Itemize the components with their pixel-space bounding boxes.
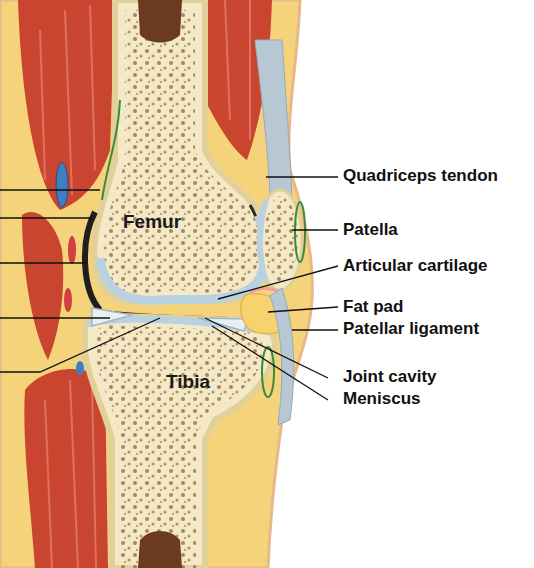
blood-vessel (64, 288, 72, 312)
calf-muscle (22, 212, 63, 360)
synovial-membrane (102, 100, 120, 200)
meniscus (198, 318, 248, 331)
leader-lines (205, 177, 338, 400)
leader-line (268, 307, 338, 312)
bursa (295, 202, 305, 262)
leader-line (0, 262, 86, 263)
leader-line (292, 229, 338, 230)
bone-marrow (138, 0, 182, 43)
leader-line (205, 318, 328, 378)
leader-line (0, 217, 92, 218)
leader-line (218, 266, 338, 299)
part-label: Femur (123, 211, 181, 233)
spongy-bone (264, 196, 298, 284)
blood-vessel (76, 361, 84, 375)
articular-cartilage (260, 200, 266, 282)
fat-layer (0, 0, 312, 568)
leader-line (0, 189, 100, 190)
leader-line (0, 318, 160, 372)
leader-line (212, 326, 328, 400)
part-label: Tibia (166, 371, 210, 393)
quadriceps-tendon (255, 40, 292, 200)
part-label: Meniscus (343, 389, 420, 409)
bone-marrow (138, 531, 182, 568)
leader-line (266, 176, 338, 177)
muscle-fibers (225, 0, 250, 140)
spongy-bone (104, 10, 261, 293)
spongy-bone (95, 325, 265, 568)
meniscus (92, 308, 132, 326)
tibia-bone (85, 316, 275, 568)
muscle-fibers (45, 380, 96, 568)
blood-vessel (68, 236, 76, 264)
part-label: Joint cavity (343, 367, 437, 387)
blood-vessel (56, 163, 68, 207)
leader-line (292, 329, 338, 330)
part-label: Quadriceps tendon (343, 166, 498, 186)
part-label: Patella (343, 220, 398, 240)
thigh-muscle (18, 0, 115, 210)
muscle-fibers (40, 5, 95, 195)
femur-bone (94, 0, 269, 302)
bursa (262, 347, 274, 397)
part-label: Fat pad (343, 297, 403, 317)
part-label: Patellar ligament (343, 319, 479, 339)
part-label: Articular cartilage (343, 256, 488, 276)
leader-line (0, 317, 110, 318)
